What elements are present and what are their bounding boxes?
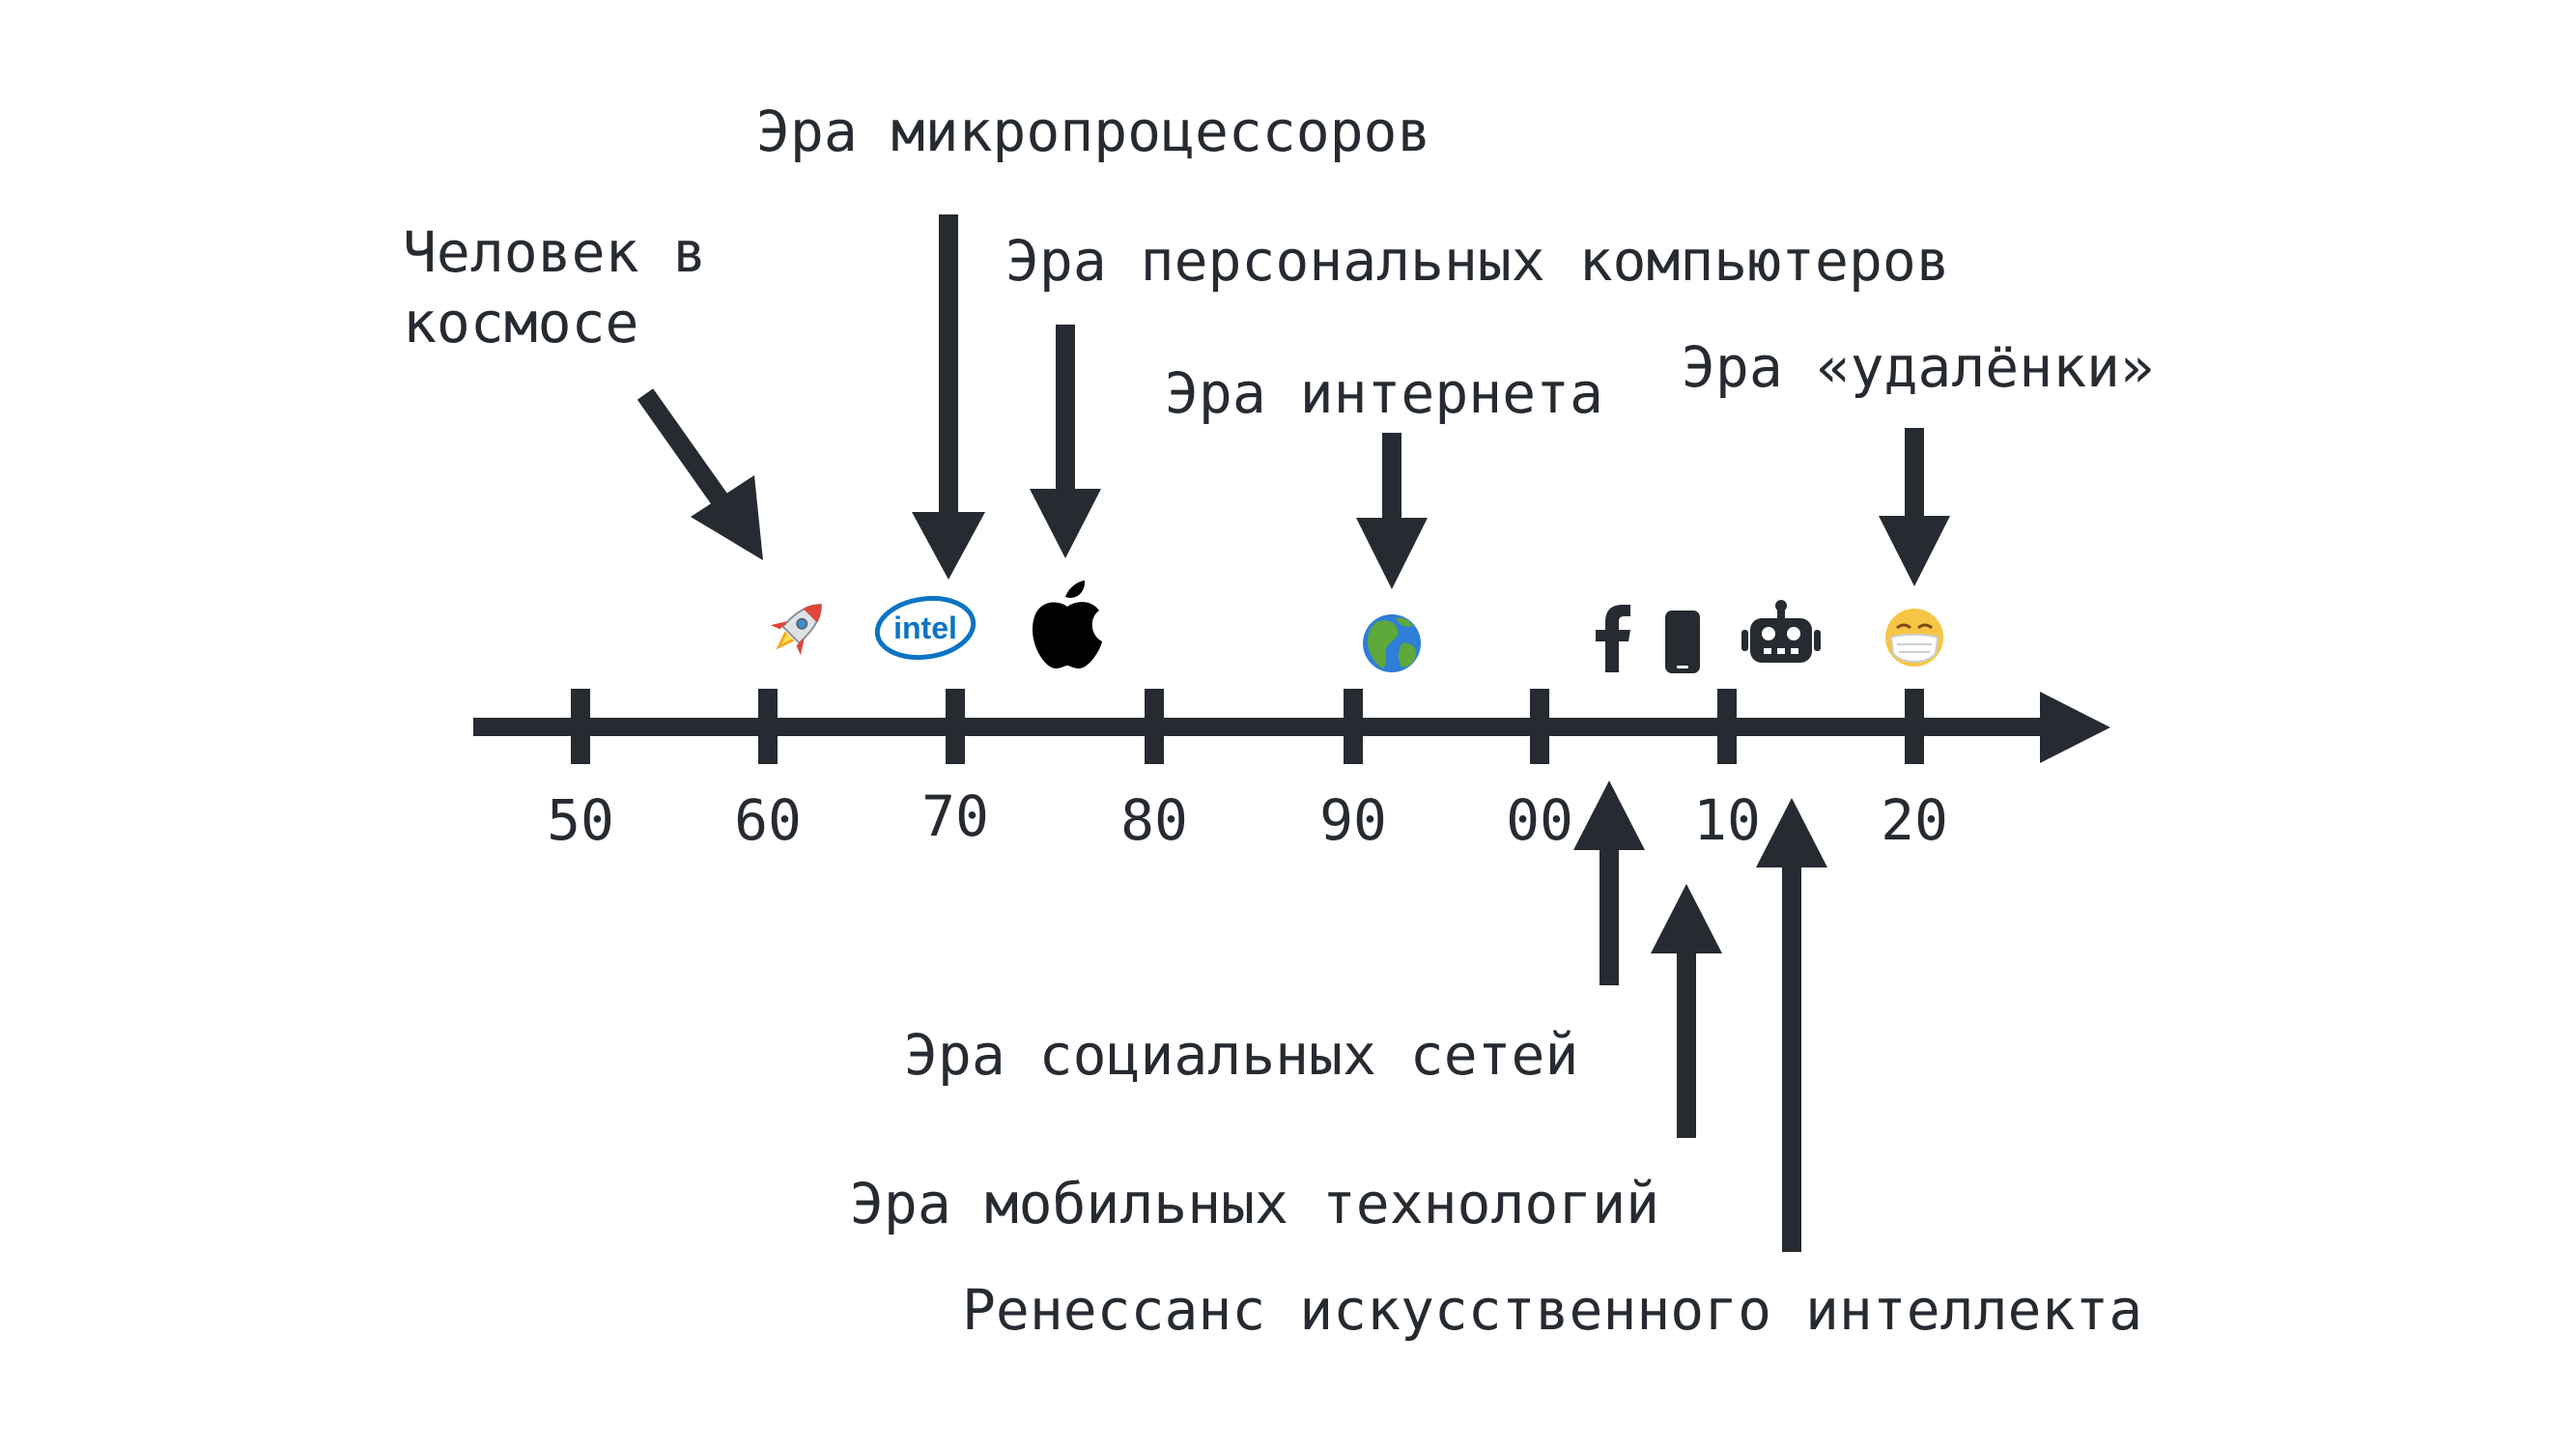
- timeline-tick-label: 00: [1506, 787, 1573, 853]
- intel-logo: intel: [874, 595, 977, 661]
- axis-arrowhead: [2040, 692, 2110, 763]
- timeline-tick: [1145, 689, 1164, 764]
- rocket-icon: [770, 603, 823, 656]
- timeline-tick: [1905, 689, 1924, 764]
- intel-logo-text: intel: [893, 611, 957, 645]
- timeline-tick: [1717, 689, 1737, 764]
- personal-computers-label: Эра персональных компьютеров: [1005, 228, 1950, 294]
- space-arrow: [637, 388, 763, 560]
- timeline-axis: [473, 692, 2110, 763]
- timeline-tick: [758, 689, 778, 764]
- social-networks-label: Эра социальных сетей: [904, 1022, 1578, 1088]
- timeline-tick: [1530, 689, 1549, 764]
- robot-icon: [1741, 600, 1821, 663]
- microprocessors-label: Эра микропроцессоров: [756, 99, 1430, 164]
- ai-arrow: [1756, 798, 1827, 1252]
- remote-work-label: Эра «удалёнки»: [1682, 334, 2154, 400]
- timeline-tick: [946, 689, 965, 764]
- facebook-icon: [1596, 605, 1630, 672]
- face-with-mask-icon: [1885, 609, 1943, 667]
- timeline-tick-label: 80: [1120, 787, 1188, 853]
- timeline-tick-label: 10: [1693, 787, 1761, 853]
- ai-renaissance-label: Ренессанс искусственного интеллекта: [962, 1277, 2142, 1343]
- globe-icon: [1363, 614, 1421, 672]
- microprocessors-arrow: [912, 214, 985, 580]
- space-label-line1: Человек в: [403, 219, 706, 285]
- internet-label: Эра интернета: [1165, 360, 1603, 426]
- timeline-tick: [1344, 689, 1363, 764]
- apple-logo-icon: [1033, 581, 1102, 668]
- personal-computers-arrow: [1030, 325, 1101, 558]
- axis-line: [473, 718, 2057, 736]
- smartphone-icon: [1665, 611, 1700, 673]
- space-label-line2: космосе: [403, 290, 638, 355]
- remote-work-arrow: [1879, 428, 1950, 586]
- mobile-tech-label: Эра мобильных технологий: [850, 1171, 1659, 1236]
- timeline-tick-label: 90: [1319, 787, 1387, 853]
- timeline-ticks: 50 60 70 80 90 00 10 20: [547, 689, 1948, 853]
- timeline-tick-label: 70: [921, 783, 989, 849]
- social-networks-arrow: [1573, 781, 1645, 985]
- timeline-tick-label: 50: [547, 787, 614, 853]
- timeline-tick-label: 60: [734, 787, 802, 853]
- mobile-arrow: [1651, 884, 1722, 1138]
- internet-arrow: [1356, 433, 1428, 589]
- timeline-tick: [571, 689, 590, 764]
- timeline-tick-label: 20: [1881, 787, 1948, 853]
